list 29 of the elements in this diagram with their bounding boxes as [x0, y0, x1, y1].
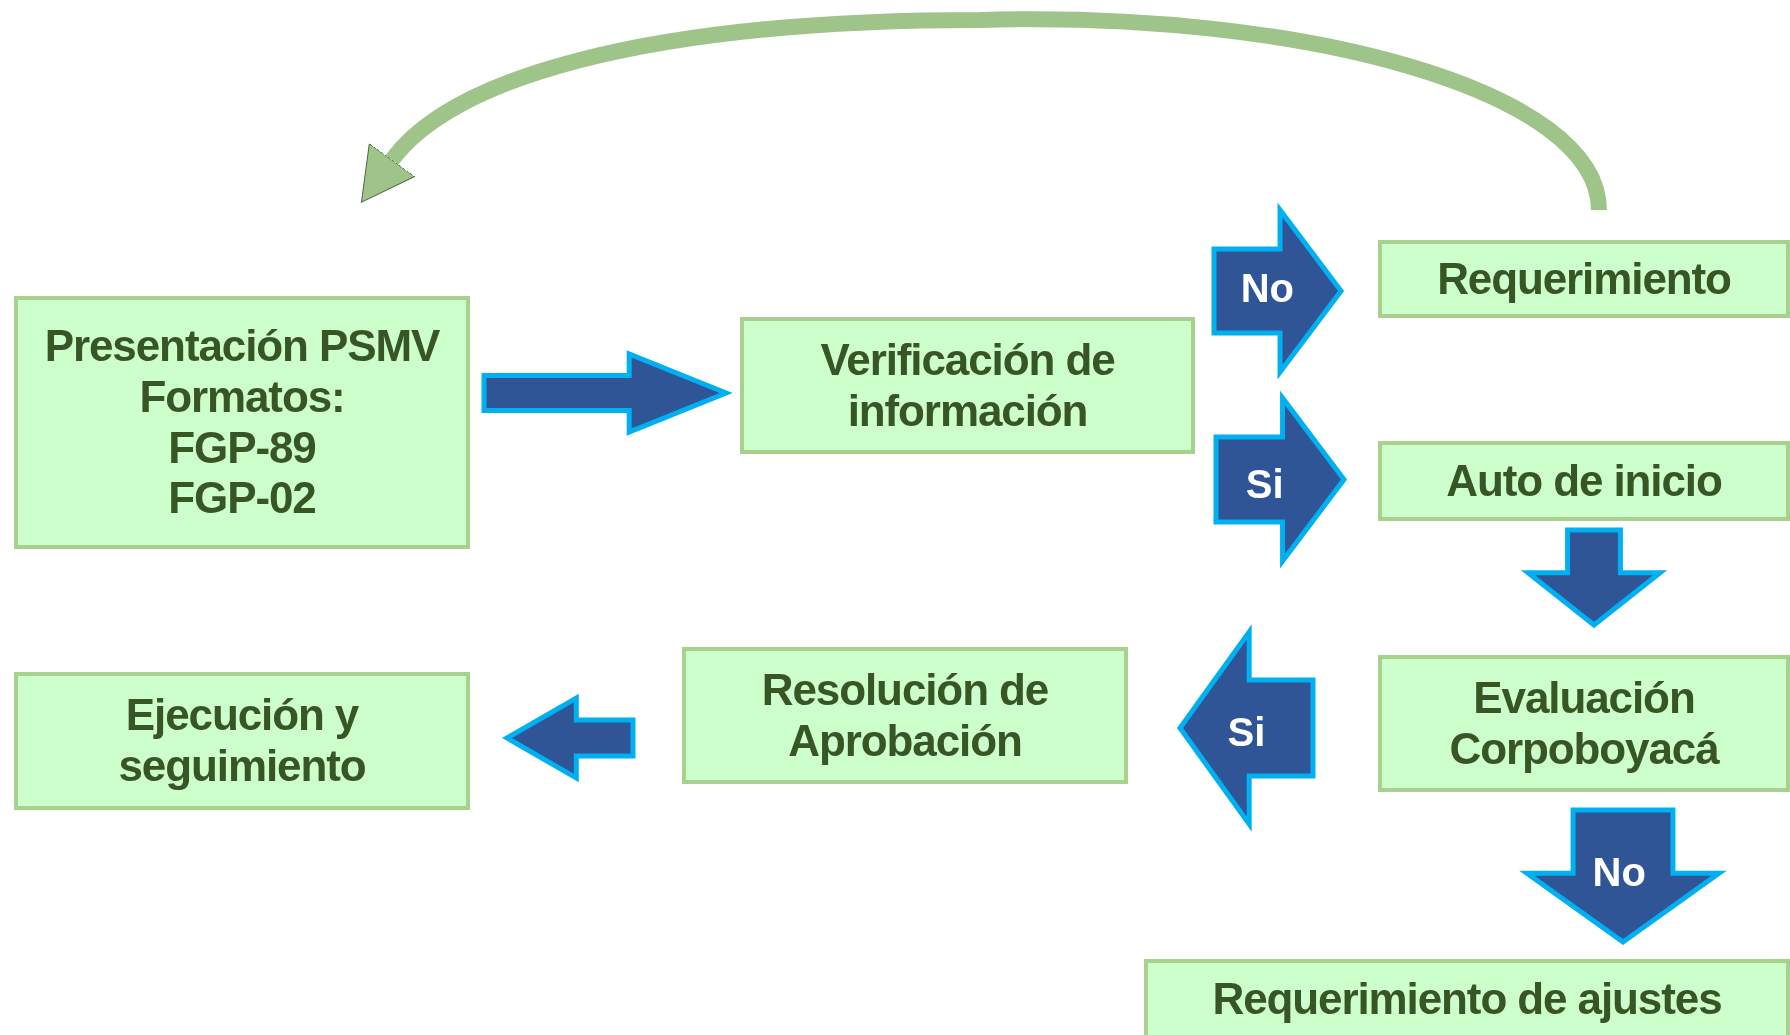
- process-box: [1378, 655, 1790, 792]
- process-box: [1144, 959, 1790, 1035]
- edge-label: Si: [1245, 464, 1284, 505]
- node-text: FGP-02: [168, 473, 316, 524]
- block-arrow: [481, 350, 733, 436]
- process-box: [14, 672, 470, 810]
- node-text: Auto de inicio: [1446, 455, 1722, 507]
- block-arrow: [1519, 807, 1727, 946]
- block-arrow: [1213, 390, 1348, 569]
- edge-label: No: [1240, 267, 1294, 308]
- edge-label: No: [1592, 852, 1646, 893]
- node-text: Requerimiento de ajustes: [1212, 973, 1722, 1025]
- process-box: [682, 647, 1128, 784]
- node-text: Evaluación Corpoboyacá: [1448, 672, 1721, 775]
- node-text: Ejecución y seguimiento: [117, 690, 367, 792]
- process-box: [14, 296, 470, 549]
- node-text: Requerimiento: [1437, 253, 1731, 305]
- edge-label: Si: [1227, 711, 1266, 752]
- node-text: FGP-89: [168, 422, 316, 474]
- block-arrow: [502, 693, 636, 783]
- node-text: Presentación PSMV Formatos:: [43, 321, 441, 423]
- process-box: [1378, 441, 1790, 521]
- process-box: [1378, 240, 1790, 318]
- node-text: Resolución de Aprobación: [760, 664, 1050, 767]
- process-box: [740, 317, 1195, 454]
- block-arrow: [1176, 624, 1316, 832]
- block-arrow: [1520, 527, 1668, 629]
- block-arrow: [1211, 202, 1345, 380]
- node-text: Verificación de información: [819, 334, 1116, 437]
